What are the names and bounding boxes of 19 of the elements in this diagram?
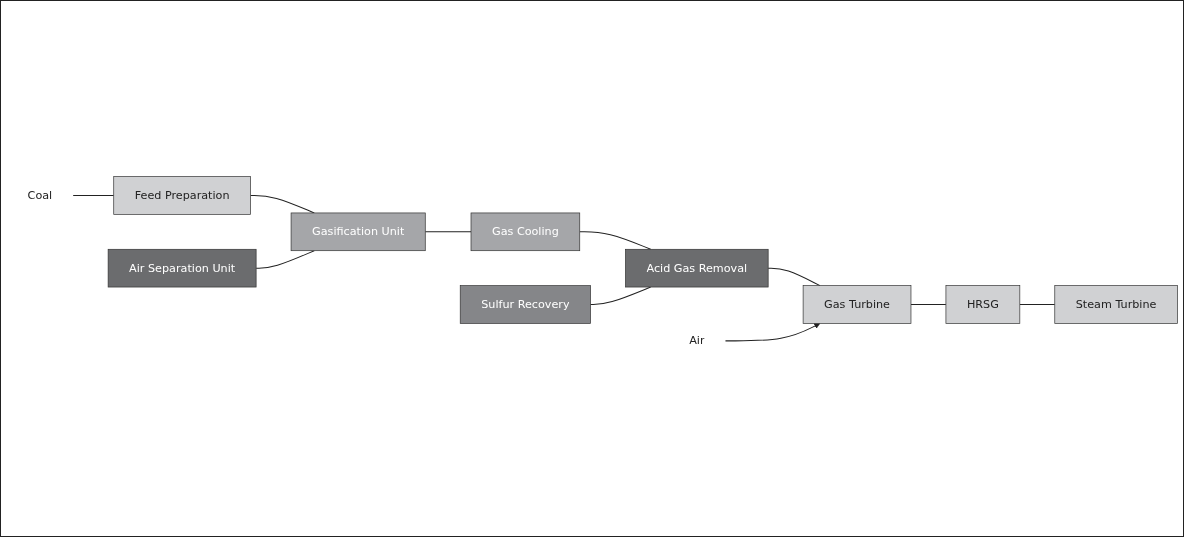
arrow bbox=[724, 323, 821, 342]
node-box: Gas Turbine bbox=[802, 285, 912, 325]
connector bbox=[1019, 304, 1056, 306]
connector bbox=[767, 267, 821, 287]
node-box: Steam Turbine bbox=[1054, 285, 1178, 325]
connector bbox=[424, 231, 472, 233]
node-box: Gasification Unit bbox=[290, 212, 426, 252]
node-box: Sulfur Recovery bbox=[459, 285, 591, 325]
node-text: Air bbox=[689, 334, 705, 348]
node-box: Air Separation Unit bbox=[107, 249, 257, 288]
node-text: Coal bbox=[27, 188, 53, 203]
node-box: HRSG bbox=[945, 285, 1021, 325]
node-box: Gas Cooling bbox=[470, 212, 581, 252]
connector bbox=[579, 231, 652, 251]
connector bbox=[250, 195, 315, 214]
node-box: Feed Preparation bbox=[113, 176, 251, 215]
connector bbox=[72, 195, 115, 197]
node-box: Acid Gas Removal bbox=[625, 249, 769, 288]
connector bbox=[910, 304, 947, 306]
